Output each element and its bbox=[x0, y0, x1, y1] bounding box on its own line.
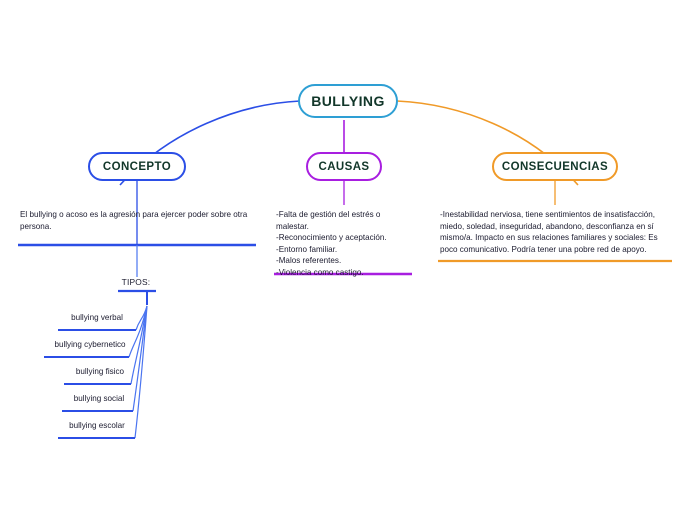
causas-list: -Falta de gestión del estrés o malestar.… bbox=[276, 209, 412, 279]
node-bullying[interactable]: BULLYING bbox=[298, 84, 398, 118]
node-concepto[interactable]: CONCEPTO bbox=[88, 152, 186, 181]
tipo-item[interactable]: bullying fisico bbox=[75, 367, 125, 376]
node-consecuencias-label: CONSECUENCIAS bbox=[501, 160, 609, 173]
causas-item: -Malos referentes. bbox=[276, 256, 342, 266]
tipo-item[interactable]: bullying escolar bbox=[69, 421, 125, 430]
edge-tipos-leaf-4 bbox=[134, 305, 148, 439]
causas-item: -Falta de gestión del estrés o malestar. bbox=[276, 210, 381, 231]
node-bullying-label: BULLYING bbox=[311, 93, 385, 109]
causas-item: -Entorno familiar. bbox=[276, 244, 338, 254]
node-causas-label: CAUSAS bbox=[318, 160, 370, 173]
node-consecuencias[interactable]: CONSECUENCIAS bbox=[492, 152, 618, 181]
causas-item: -Violencia como castigo. bbox=[276, 267, 364, 277]
concepto-description: El bullying o acoso es la agresión para … bbox=[20, 210, 248, 231]
tipo-item[interactable]: bullying verbal bbox=[71, 313, 123, 322]
causas-item: -Reconocimiento y aceptación. bbox=[276, 233, 387, 243]
node-causas[interactable]: CAUSAS bbox=[306, 152, 382, 181]
edge-tipos-leaf-0 bbox=[135, 305, 148, 331]
consecuencias-description: -Inestabilidad nerviosa, tiene sentimien… bbox=[440, 210, 658, 254]
tipo-item[interactable]: bullying cybernetico bbox=[54, 340, 126, 349]
tipos-label: TIPOS: bbox=[121, 277, 151, 287]
node-concepto-label: CONCEPTO bbox=[102, 160, 172, 173]
tipo-item[interactable]: bullying social bbox=[73, 394, 125, 403]
